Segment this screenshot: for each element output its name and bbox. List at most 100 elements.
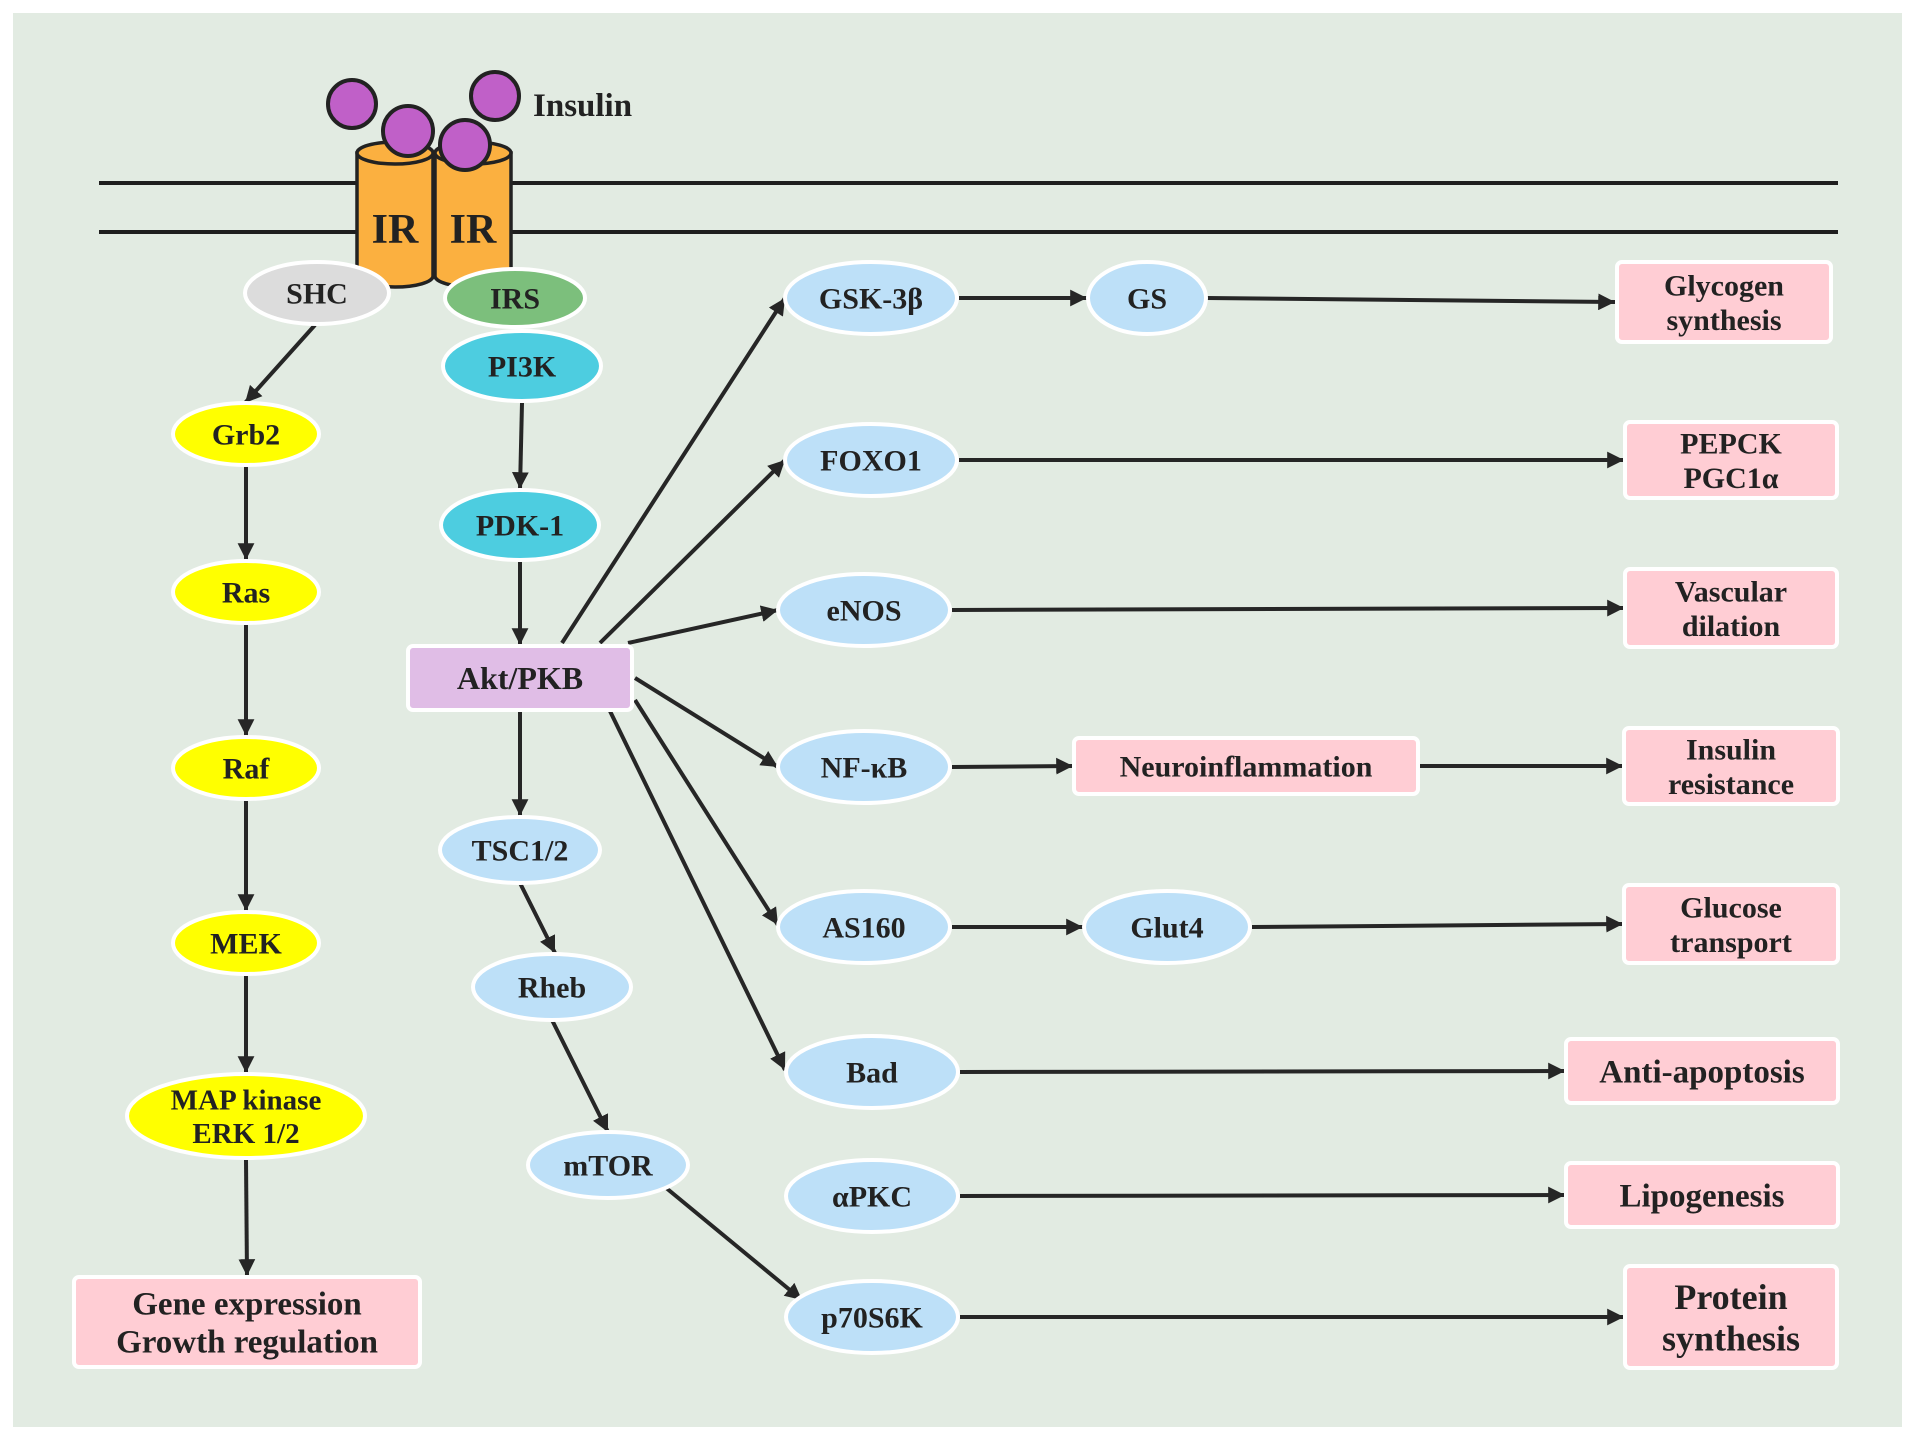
mapk-ellipse: [125, 1072, 367, 1160]
bad-ellipse: [784, 1034, 960, 1110]
irs-label: IRS: [490, 283, 540, 316]
node-bad: Bad: [784, 1034, 960, 1110]
pdk1-ellipse: [439, 488, 601, 562]
node-mek: MEK: [171, 910, 321, 976]
apkc-ellipse: [784, 1158, 960, 1234]
insulin-molecule: [326, 78, 378, 130]
pepck-label: PGC1α: [1683, 462, 1778, 495]
pi3k-ellipse: [441, 329, 603, 403]
shc-label: SHC: [286, 278, 348, 311]
lipo-label: Lipogenesis: [1619, 1179, 1784, 1215]
arrow-nfkb-to-neuro: [951, 757, 1074, 775]
vascular-label: Vascular: [1675, 575, 1787, 608]
bad-label: Bad: [846, 1057, 898, 1090]
receptor-label-left: IR: [372, 207, 419, 253]
grb2-ellipse: [171, 401, 321, 467]
glucose-label: transport: [1670, 926, 1792, 959]
foxo1-ellipse: [783, 422, 959, 498]
insulin-receptor: IR IR: [355, 140, 513, 289]
akt-label: Akt/PKB: [457, 660, 583, 696]
antiapop-label: Anti-apoptosis: [1599, 1055, 1805, 1091]
ras-ellipse: [171, 559, 321, 625]
arrow-mtor-to-p70s6k: [663, 1185, 804, 1302]
node-rheb: Rheb: [471, 952, 633, 1022]
arrow-akt-to-nfkb: [633, 676, 780, 769]
protein-rect: [1623, 1264, 1839, 1370]
node-shc: SHC: [243, 260, 391, 326]
arrow-akt-to-gsk3b: [560, 296, 787, 645]
glucose-rect: [1622, 883, 1840, 965]
tsc-label: TSC1/2: [472, 835, 569, 868]
grb2-label: Grb2: [212, 419, 280, 452]
insulin-molecules: Insulin: [326, 70, 632, 172]
node-pdk1: PDK-1: [439, 488, 601, 562]
glucose-label: Glucose: [1680, 891, 1782, 924]
glycogen-label: Glycogen: [1664, 269, 1784, 302]
mtor-ellipse: [526, 1130, 690, 1200]
receptor-subunit-left: IR: [355, 140, 435, 289]
enos-ellipse: [776, 572, 952, 648]
insres-label: Insulin: [1686, 733, 1776, 766]
pepck-rect: [1623, 420, 1839, 500]
vascular-rect: [1623, 567, 1839, 649]
arrow-akt-to-enos: [627, 605, 779, 645]
gene-label: Growth regulation: [116, 1325, 378, 1361]
apkc-label: αPKC: [832, 1181, 912, 1214]
insres-label: resistance: [1668, 768, 1794, 801]
mek-ellipse: [171, 910, 321, 976]
mtor-label: mTOR: [563, 1150, 653, 1183]
rheb-label: Rheb: [518, 972, 586, 1005]
node-gsk3b: GSK-3β: [783, 260, 959, 336]
node-antiapop: Anti-apoptosis: [1564, 1037, 1840, 1105]
protein-label: synthesis: [1662, 1318, 1800, 1358]
arrow-pi3k-to-pdk1: [511, 402, 529, 490]
mapk-label: MAP kinase: [171, 1084, 322, 1116]
arrow-gs-to-glycogen: [1206, 293, 1616, 311]
antiapop-rect: [1564, 1037, 1840, 1105]
irs-ellipse: [443, 267, 587, 329]
nfkb-label: NF-κB: [821, 752, 908, 785]
neuro-label: Neuroinflammation: [1120, 751, 1373, 784]
glut4-label: Glut4: [1130, 912, 1203, 945]
node-nfkb: NF-κB: [776, 729, 952, 805]
gene-rect: [72, 1275, 422, 1369]
gs-ellipse: [1086, 260, 1208, 336]
insulin-molecule: [438, 118, 492, 172]
gsk3b-ellipse: [783, 260, 959, 336]
enos-label: eNOS: [827, 595, 902, 628]
as160-label: AS160: [822, 912, 905, 945]
gene-label: Gene expression: [132, 1287, 361, 1323]
pi3k-label: PI3K: [488, 351, 557, 384]
glut4-ellipse: [1082, 889, 1252, 965]
gs-label: GS: [1127, 283, 1167, 316]
mek-label: MEK: [210, 928, 282, 961]
node-lipo: Lipogenesis: [1564, 1161, 1840, 1229]
arrow-akt-to-foxo1: [598, 458, 787, 645]
raf-ellipse: [171, 735, 321, 801]
node-pi3k: PI3K: [441, 329, 603, 403]
pathway-arrows: [237, 289, 1625, 1326]
glycogen-label: synthesis: [1666, 304, 1781, 337]
arrow-akt-to-as160: [633, 698, 780, 927]
arrow-bad-to-antiapop: [959, 1062, 1566, 1080]
node-neuro: Neuroinflammation: [1072, 736, 1420, 796]
arrow-akt-to-bad: [606, 706, 787, 1071]
insulin-label: Insulin: [533, 88, 632, 124]
arrow-enos-to-vascular: [951, 599, 1625, 617]
insres-rect: [1622, 726, 1840, 806]
node-foxo1: FOXO1: [783, 422, 959, 498]
foxo1-label: FOXO1: [820, 445, 922, 478]
ras-label: Ras: [222, 577, 270, 610]
shc-ellipse: [243, 260, 391, 326]
glycogen-rect: [1615, 260, 1833, 344]
arrow-tsc-to-rheb: [518, 882, 557, 954]
